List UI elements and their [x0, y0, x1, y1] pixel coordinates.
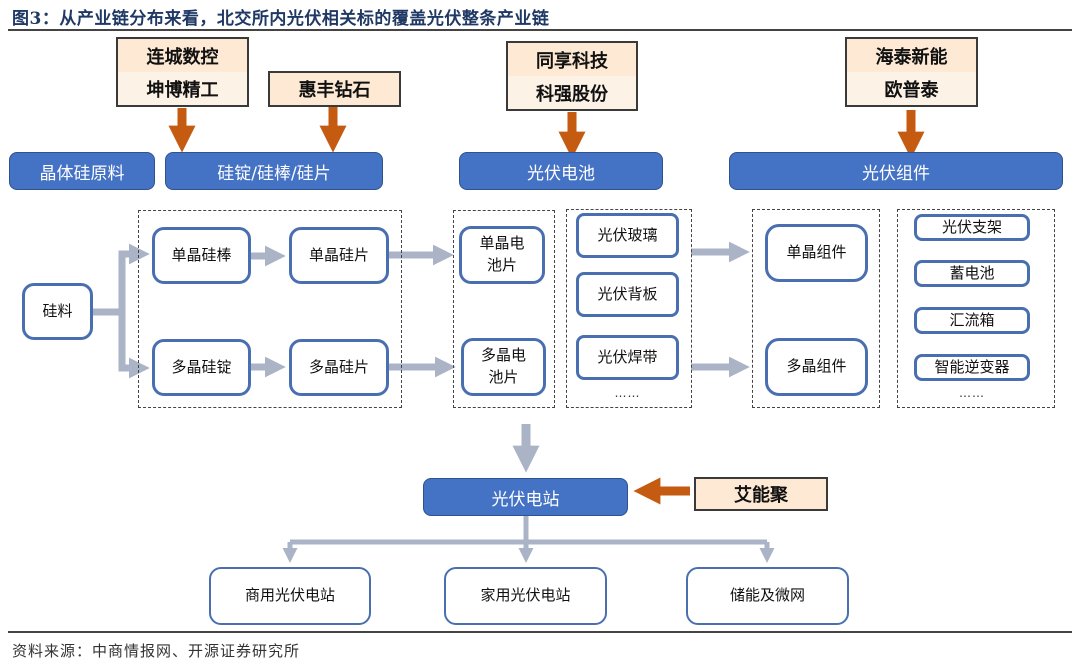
node-poly-ingot: 多晶硅锭: [152, 339, 251, 396]
company-tongxiangkeji: 同享科技: [536, 50, 608, 72]
source-note: 资料来源：中商情报网、开源证券研究所: [12, 642, 301, 660]
node-poly-module: 多晶组件: [765, 338, 868, 396]
company-haitaixinneng: 海泰新能: [875, 46, 948, 68]
company-box-station: 艾能聚: [694, 477, 828, 511]
materials-ellipsis: ……: [614, 386, 641, 400]
node-poly-wafer: 多晶硅片: [289, 339, 389, 396]
app-residential-station: 家用光伏电站: [444, 567, 607, 625]
stage-raw-material: 晶体硅原料: [9, 152, 155, 190]
node-mono-module: 单晶组件: [765, 224, 868, 282]
node-pv-backsheet: 光伏背板: [576, 272, 679, 317]
node-pv-bracket: 光伏支架: [914, 214, 1030, 241]
group-cell: [453, 210, 555, 408]
stage-module: 光伏组件: [729, 152, 1063, 190]
stage-station: 光伏电站: [423, 478, 628, 516]
node-battery: 蓄电池: [914, 260, 1030, 287]
group-materials: [566, 209, 692, 408]
company-lianchengshukong: 连城数控: [146, 46, 219, 68]
stage-wafer: 硅锭/硅棒/硅片: [165, 152, 383, 190]
node-smart-inverter: 智能逆变器: [914, 354, 1030, 381]
node-mono-cell: 单晶电 池片: [459, 226, 545, 284]
app-storage-microgrid: 储能及微网: [686, 567, 849, 625]
node-mono-cell-line1: 单晶电: [479, 234, 525, 253]
top-divider: [8, 29, 1072, 31]
company-kunbojinggong: 坤博精工: [118, 72, 247, 105]
flow-arrow: [290, 516, 767, 545]
company-huifengzuanshi: 惠丰钻石: [298, 80, 371, 101]
app-commercial-station: 商用光伏电站: [209, 567, 371, 625]
node-pv-ribbon: 光伏焊带: [576, 335, 679, 380]
group-wafer: [138, 210, 402, 408]
node-mono-cell-line2: 池片: [486, 256, 517, 274]
company-box-cell: 同享科技 科强股份: [506, 41, 638, 111]
company-ainengju: 艾能聚: [734, 485, 788, 506]
node-poly-cell-line1: 多晶电: [480, 346, 526, 365]
company-box-silicon: 连城数控 坤博精工: [116, 37, 249, 107]
node-combiner-box: 汇流箱: [914, 307, 1030, 334]
company-box-module: 海泰新能 欧普泰: [845, 37, 978, 107]
node-mono-wafer: 单晶硅片: [289, 227, 389, 284]
bos-ellipsis: ……: [959, 386, 985, 400]
figure-title: 图3：从产业链分布来看，北交所内光伏相关标的覆盖光伏整条产业链: [12, 9, 550, 29]
group-module: [752, 209, 880, 408]
node-poly-cell-line2: 池片: [488, 368, 519, 386]
node-pv-glass: 光伏玻璃: [576, 213, 679, 258]
branch-silicon: [92, 250, 136, 372]
company-keqianggufen: 科强股份: [508, 76, 636, 109]
company-oupatai: 欧普泰: [847, 72, 976, 105]
bottom-divider: [8, 631, 1072, 633]
group-bos: [897, 209, 1055, 408]
stage-cell: 光伏电池: [459, 152, 663, 190]
company-box-diamond: 惠丰钻石: [268, 71, 401, 107]
node-poly-cell: 多晶电 池片: [461, 338, 546, 396]
node-mono-rod: 单晶硅棒: [152, 227, 251, 284]
node-silicon-material: 硅料: [22, 283, 93, 340]
